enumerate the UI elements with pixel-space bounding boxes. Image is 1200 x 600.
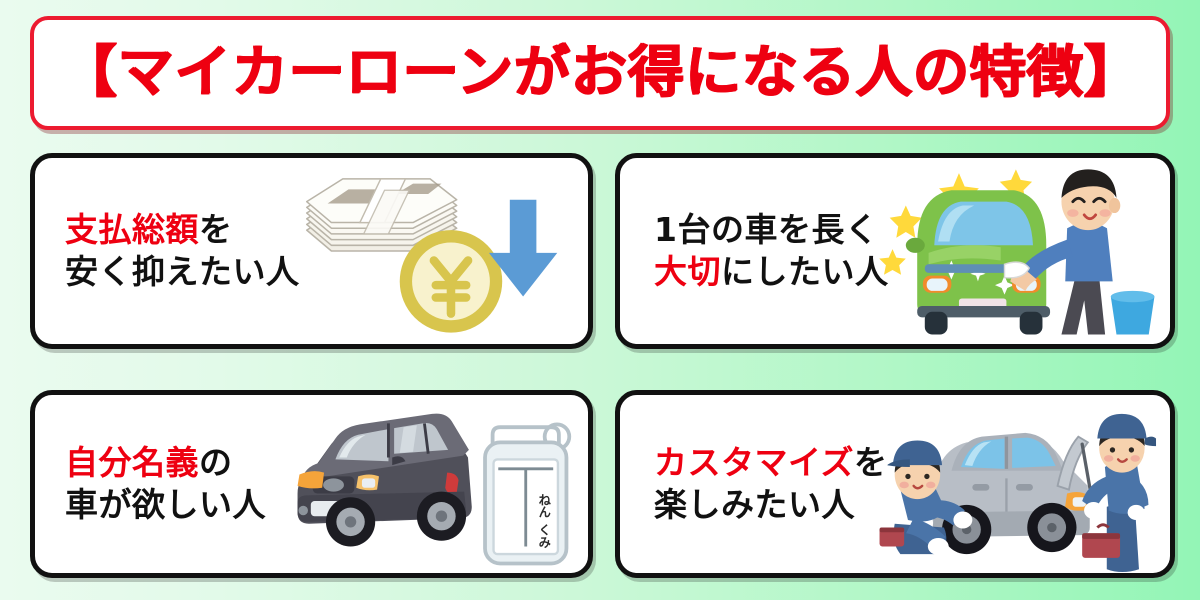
- card-3-line-2: 車が欲しい人: [65, 484, 266, 526]
- nametag-year-label: ねん: [537, 493, 551, 518]
- card-4-text: カスタマイズを 楽しみたい人: [654, 442, 888, 526]
- card-2-rest-1: 1台の車を長く: [654, 209, 879, 249]
- card-1-rest-2: 安く抑えたい人: [65, 252, 300, 291]
- two-mechanics-repairing-car-icon: [864, 395, 1164, 573]
- card-3-highlight-1: 自分名義: [65, 442, 199, 482]
- feature-card-payment-total: 支払総額を 安く抑えたい人: [30, 153, 593, 349]
- card-2-rest-2: にしたい人: [721, 252, 889, 291]
- card-4-rest-2: 楽しみたい人: [654, 485, 855, 524]
- card-3-text: 自分名義の 車が欲しい人: [65, 442, 266, 526]
- card-2-line-2: 大切にしたい人: [654, 251, 889, 293]
- card-4-line-2: 楽しみたい人: [654, 484, 888, 526]
- card-1-highlight-1: 支払総額: [65, 209, 199, 249]
- card-2-text: 1台の車を長く 大切にしたい人: [654, 209, 889, 293]
- feature-card-customize: カスタマイズを 楽しみたい人: [615, 390, 1175, 578]
- card-3-rest-1: の: [199, 442, 233, 482]
- card-1-line-2: 安く抑えたい人: [65, 251, 300, 293]
- feature-card-long-term-care: 1台の車を長く 大切にしたい人: [615, 153, 1175, 349]
- feature-card-own-name: 自分名義の 車が欲しい人: [30, 390, 593, 578]
- person-washing-green-car-icon: [864, 158, 1164, 344]
- card-4-highlight-1: カスタマイズ: [654, 442, 855, 482]
- card-1-line-1: 支払総額を: [65, 209, 300, 251]
- nametag-class-label: くみ: [537, 524, 551, 549]
- card-3-rest-2: 車が欲しい人: [65, 485, 266, 524]
- card-4-line-1: カスタマイズを: [654, 442, 888, 484]
- card-2-line-1: 1台の車を長く: [654, 209, 889, 251]
- card-3-line-1: 自分名義の: [65, 442, 266, 484]
- card-2-highlight-2: 大切: [654, 252, 721, 291]
- card-1-rest-1: を: [199, 209, 233, 249]
- card-4-rest-1: を: [854, 442, 888, 482]
- suv-and-name-tag-icon: ねん くみ: [282, 395, 582, 573]
- page-title-box: 【マイカーローンがお得になる人の特徴】: [30, 16, 1170, 130]
- page-title: 【マイカーローンがお得になる人の特徴】: [59, 40, 1141, 105]
- banknotes-yen-coin-down-arrow-icon: [282, 158, 582, 344]
- card-1-text: 支払総額を 安く抑えたい人: [65, 209, 300, 293]
